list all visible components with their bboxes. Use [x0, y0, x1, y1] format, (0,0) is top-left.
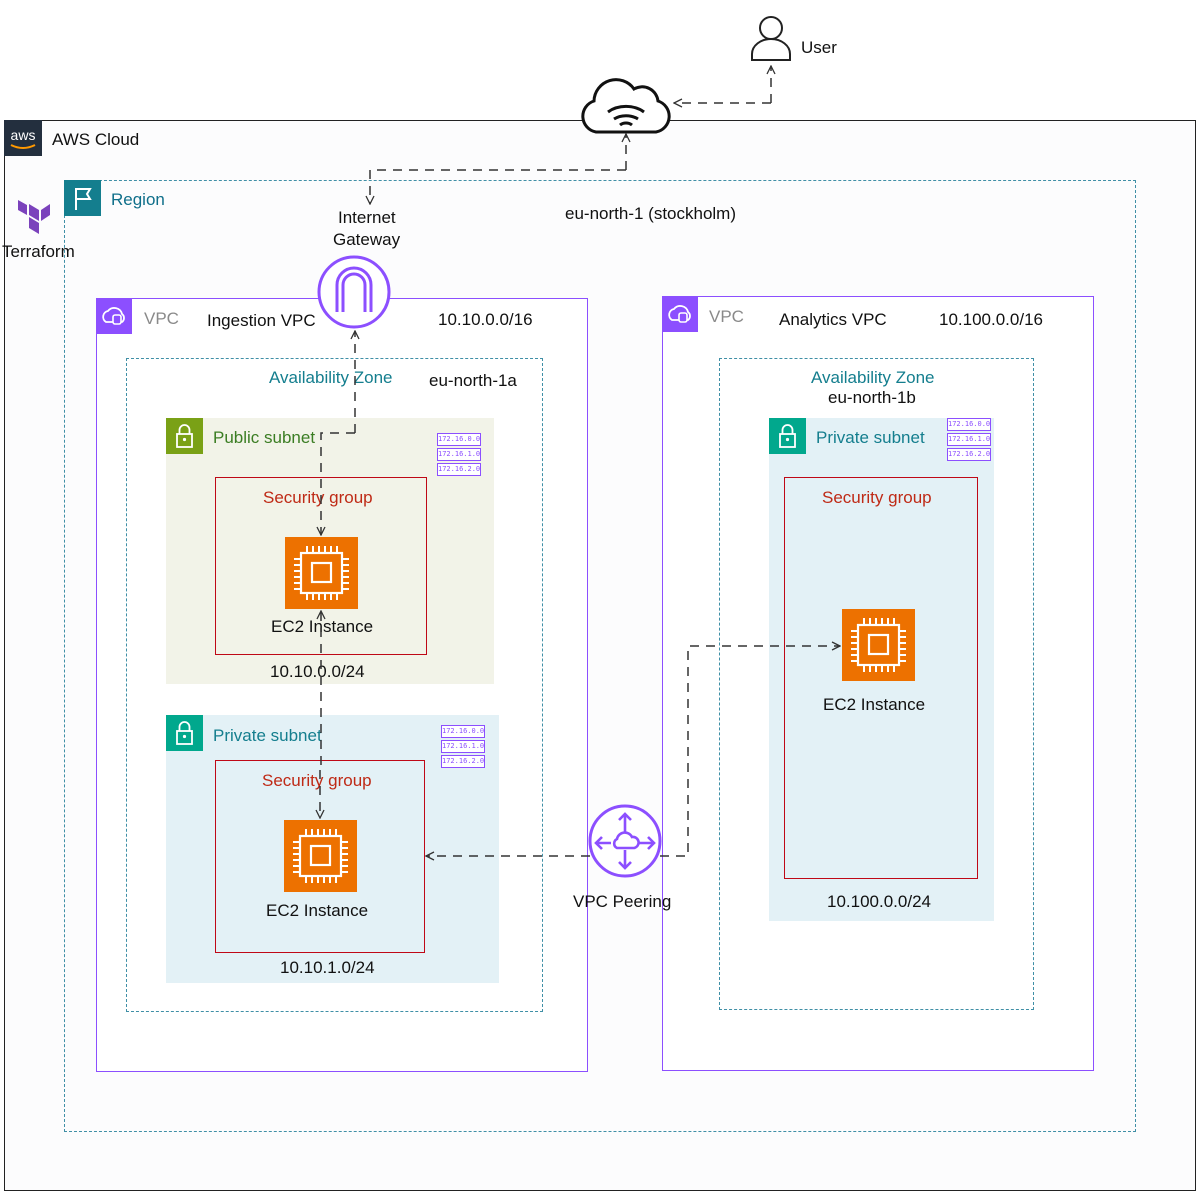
aws-cloud-label: AWS Cloud	[52, 130, 140, 149]
internet-to-igw-line	[370, 169, 626, 204]
terraform-label: Terraform	[2, 242, 75, 261]
analytics-az-container	[719, 358, 1034, 1010]
public-security-group-label: Security group	[263, 488, 373, 507]
analytics-vpc-cidr: 10.100.0.0/16	[939, 310, 1043, 329]
analytics-ec2-label: EC2 Instance	[823, 695, 926, 714]
peering-to-analytics-line	[660, 646, 840, 857]
cidr-range-tag: 172.16.2.0	[441, 755, 485, 768]
ingestion-private-security-group-label: Security group	[262, 771, 372, 790]
region-flag-icon	[64, 180, 101, 216]
ingestion-az-label: Availability Zone	[269, 368, 393, 387]
ec2-instance-icon	[284, 820, 357, 892]
cidr-range-tag: 172.16.0.0	[947, 418, 991, 431]
cidr-range-tag: 172.16.1.0	[437, 448, 481, 461]
user-icon	[751, 16, 791, 61]
ingestion-private-ec2-label: EC2 Instance	[266, 901, 369, 920]
analytics-security-group-label: Security group	[822, 488, 932, 507]
aws-logo-text: aws	[10, 127, 36, 143]
vpc-icon	[662, 296, 698, 332]
public-ec2-label: EC2 Instance	[271, 617, 374, 636]
internet-cloud-icon	[581, 78, 671, 134]
public-subnet-cidr: 10.10.0.0/24	[270, 662, 365, 681]
cidr-range-tag: 172.16.2.0	[947, 448, 991, 461]
ingestion-vpc-name: Ingestion VPC	[207, 311, 316, 330]
analytics-private-subnet-label: Private subnet	[816, 428, 925, 447]
cidr-range-tag: 172.16.1.0	[947, 433, 991, 446]
analytics-vpc-name: Analytics VPC	[779, 310, 887, 329]
cidr-range-tag: 172.16.0.0	[441, 725, 485, 738]
user-label: User	[801, 38, 837, 57]
ingestion-vpc-tag: VPC	[144, 309, 179, 328]
analytics-vpc-tag: VPC	[709, 307, 744, 326]
region-label: Region	[111, 190, 165, 209]
public-subnet-to-igw-line	[321, 432, 355, 535]
ingestion-private-subnet-cidr: 10.10.1.0/24	[280, 958, 375, 977]
lock-icon	[166, 418, 203, 454]
ingestion-private-subnet-label: Private subnet	[213, 726, 322, 745]
lock-icon	[166, 715, 203, 751]
lock-icon	[769, 418, 806, 454]
vpc-peering-icon	[588, 804, 662, 878]
aws-logo-icon: aws	[4, 120, 42, 156]
ec2-instance-icon	[285, 537, 358, 609]
public-subnet-label: Public subnet	[213, 428, 316, 447]
vpc-icon	[96, 298, 132, 334]
cidr-range-tag: 172.16.1.0	[441, 740, 485, 753]
public-security-group	[215, 477, 427, 655]
terraform-logo-icon	[18, 200, 50, 234]
cidr-range-tag: 172.16.0.0	[437, 433, 481, 446]
internet-gateway-icon	[317, 255, 391, 329]
cidr-range-tag: 172.16.2.0	[437, 463, 481, 476]
analytics-security-group	[784, 477, 978, 879]
vpc-peering-label: VPC Peering	[573, 892, 672, 911]
ingestion-az-container	[126, 358, 543, 1012]
analytics-az-name: eu-north-1b	[828, 388, 916, 407]
analytics-az-label: Availability Zone	[811, 368, 935, 387]
ingestion-private-security-group	[215, 760, 425, 953]
igw-label-line1: Internet	[338, 208, 396, 227]
region-name: eu-north-1 (stockholm)	[565, 204, 737, 223]
ingestion-az-name: eu-north-1a	[429, 371, 517, 390]
region-container	[64, 180, 1136, 1132]
igw-label-line2: Gateway	[333, 230, 401, 249]
ingestion-vpc-cidr: 10.10.0.0/16	[438, 310, 533, 329]
ec2-instance-icon	[842, 609, 915, 681]
analytics-subnet-cidr: 10.100.0.0/24	[827, 892, 931, 911]
